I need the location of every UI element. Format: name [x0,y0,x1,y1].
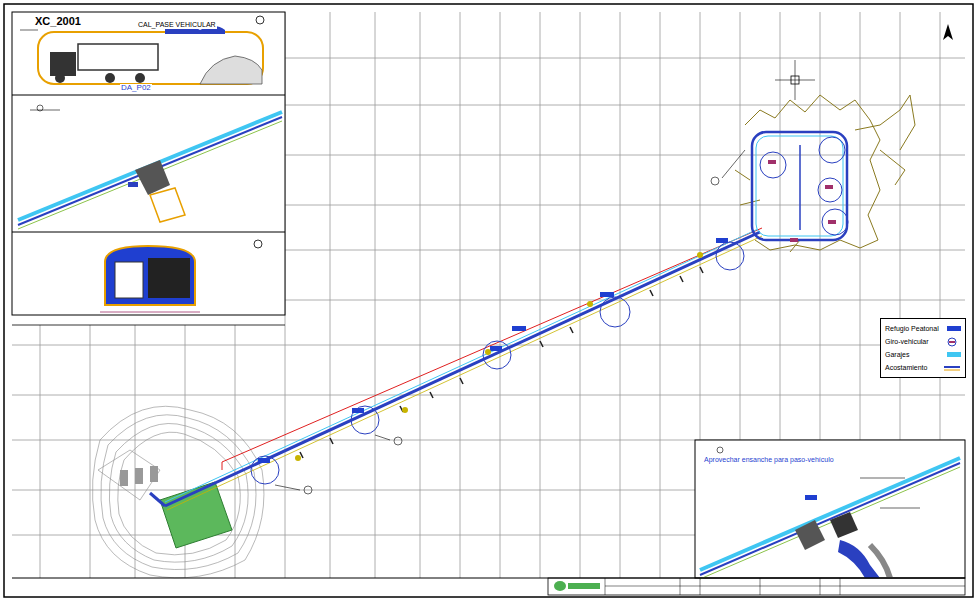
legend-text: Garajes [885,351,910,358]
legend-symbol [943,337,961,347]
legend-text: Acostamiento [885,364,927,371]
legend-row: Garajes [885,348,961,361]
panel-label: XC_2001 [34,15,82,27]
panel-label: DA_P02 [120,84,152,93]
panel-label: CAL_PASE VEHICULAR [137,21,217,29]
legend-text: Giro-vehicular [885,338,929,345]
legend-box: Refugio PeatonalGiro-vehicularGarajesAco… [880,318,966,378]
legend-swatch [947,326,961,331]
legend-row: Refugio Peatonal [885,322,961,335]
legend-row: Giro-vehicular [885,335,961,348]
legend-swatch [947,352,961,357]
legend-symbol [943,363,961,373]
legend-row: Acostamiento [885,361,961,374]
legend-text: Refugio Peatonal [885,325,939,332]
panel-label: Aprovechar ensanche para paso-vehículo [703,456,835,464]
inset-panel: XC_2001CAL_PASE VEHICULAR DA_P02 [12,12,285,95]
inset-panel: Aprovechar ensanche para paso-vehículo [695,440,965,578]
